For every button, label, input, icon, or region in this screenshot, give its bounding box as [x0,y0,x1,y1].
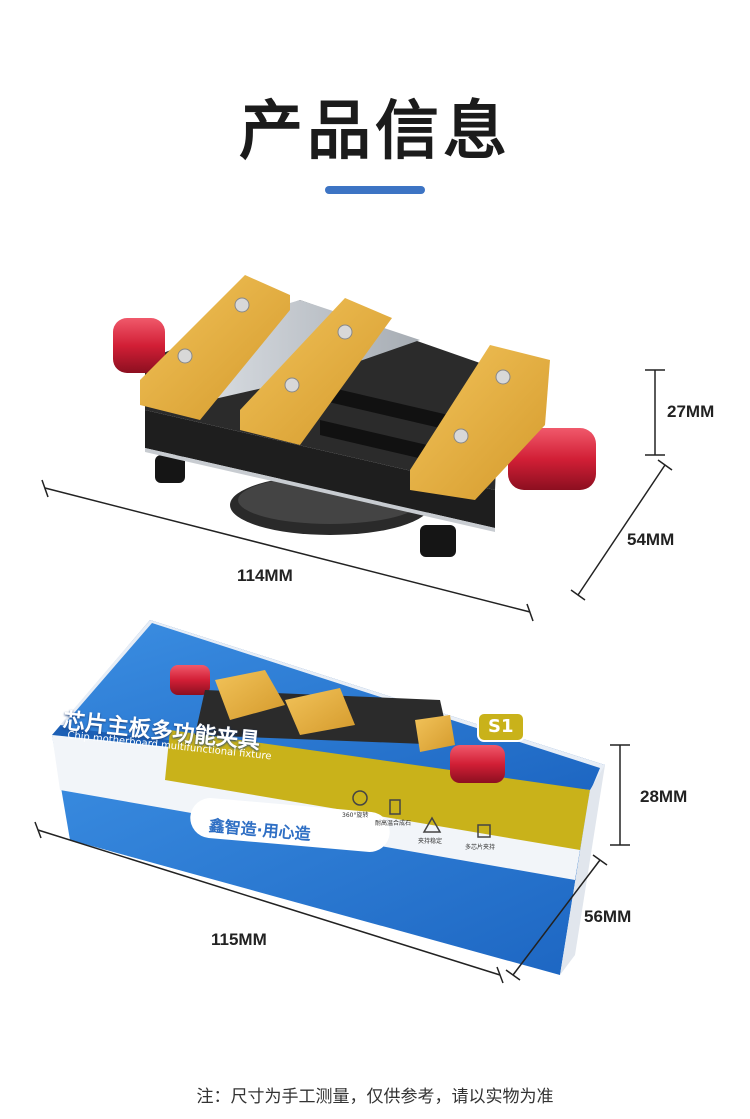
fixture-foot [420,525,456,557]
page-title: 产品信息 [239,95,511,169]
box-feature-4: 多芯片夹持 [465,844,496,851]
fixture-dimension-lines [41,369,673,622]
box-feature-1: 360°旋转 [342,812,369,819]
fixture-width-label: 114MM [237,566,293,585]
fixture-depth-label: 54MM [627,530,675,549]
box-model-badge: S1 [488,716,514,737]
box-height-label: 28MM [640,787,688,806]
fixture-image [113,275,596,557]
box-feature-2: 耐高温合成石 [375,820,412,827]
title-underline [325,186,425,194]
measurement-disclaimer: 注：尺寸为手工测量，仅供参考，请以实物为准 [196,1087,554,1107]
middle-clamp [240,298,392,445]
right-clamp [410,345,550,500]
box-feature-3: 夹持稳定 [418,838,443,845]
box-yellow-band [165,730,590,850]
box-width-label: 115MM [211,930,267,949]
right-knob [508,428,596,490]
fixture-foot [155,455,185,483]
fixture-height-label: 27MM [667,402,715,421]
box-end [560,765,605,975]
fixture-body-side [145,410,495,528]
package-box-image [52,620,605,975]
box-depth-label: 56MM [584,907,632,926]
left-clamp [140,275,290,420]
left-knob [113,318,165,373]
box-dimension-lines [34,744,630,984]
